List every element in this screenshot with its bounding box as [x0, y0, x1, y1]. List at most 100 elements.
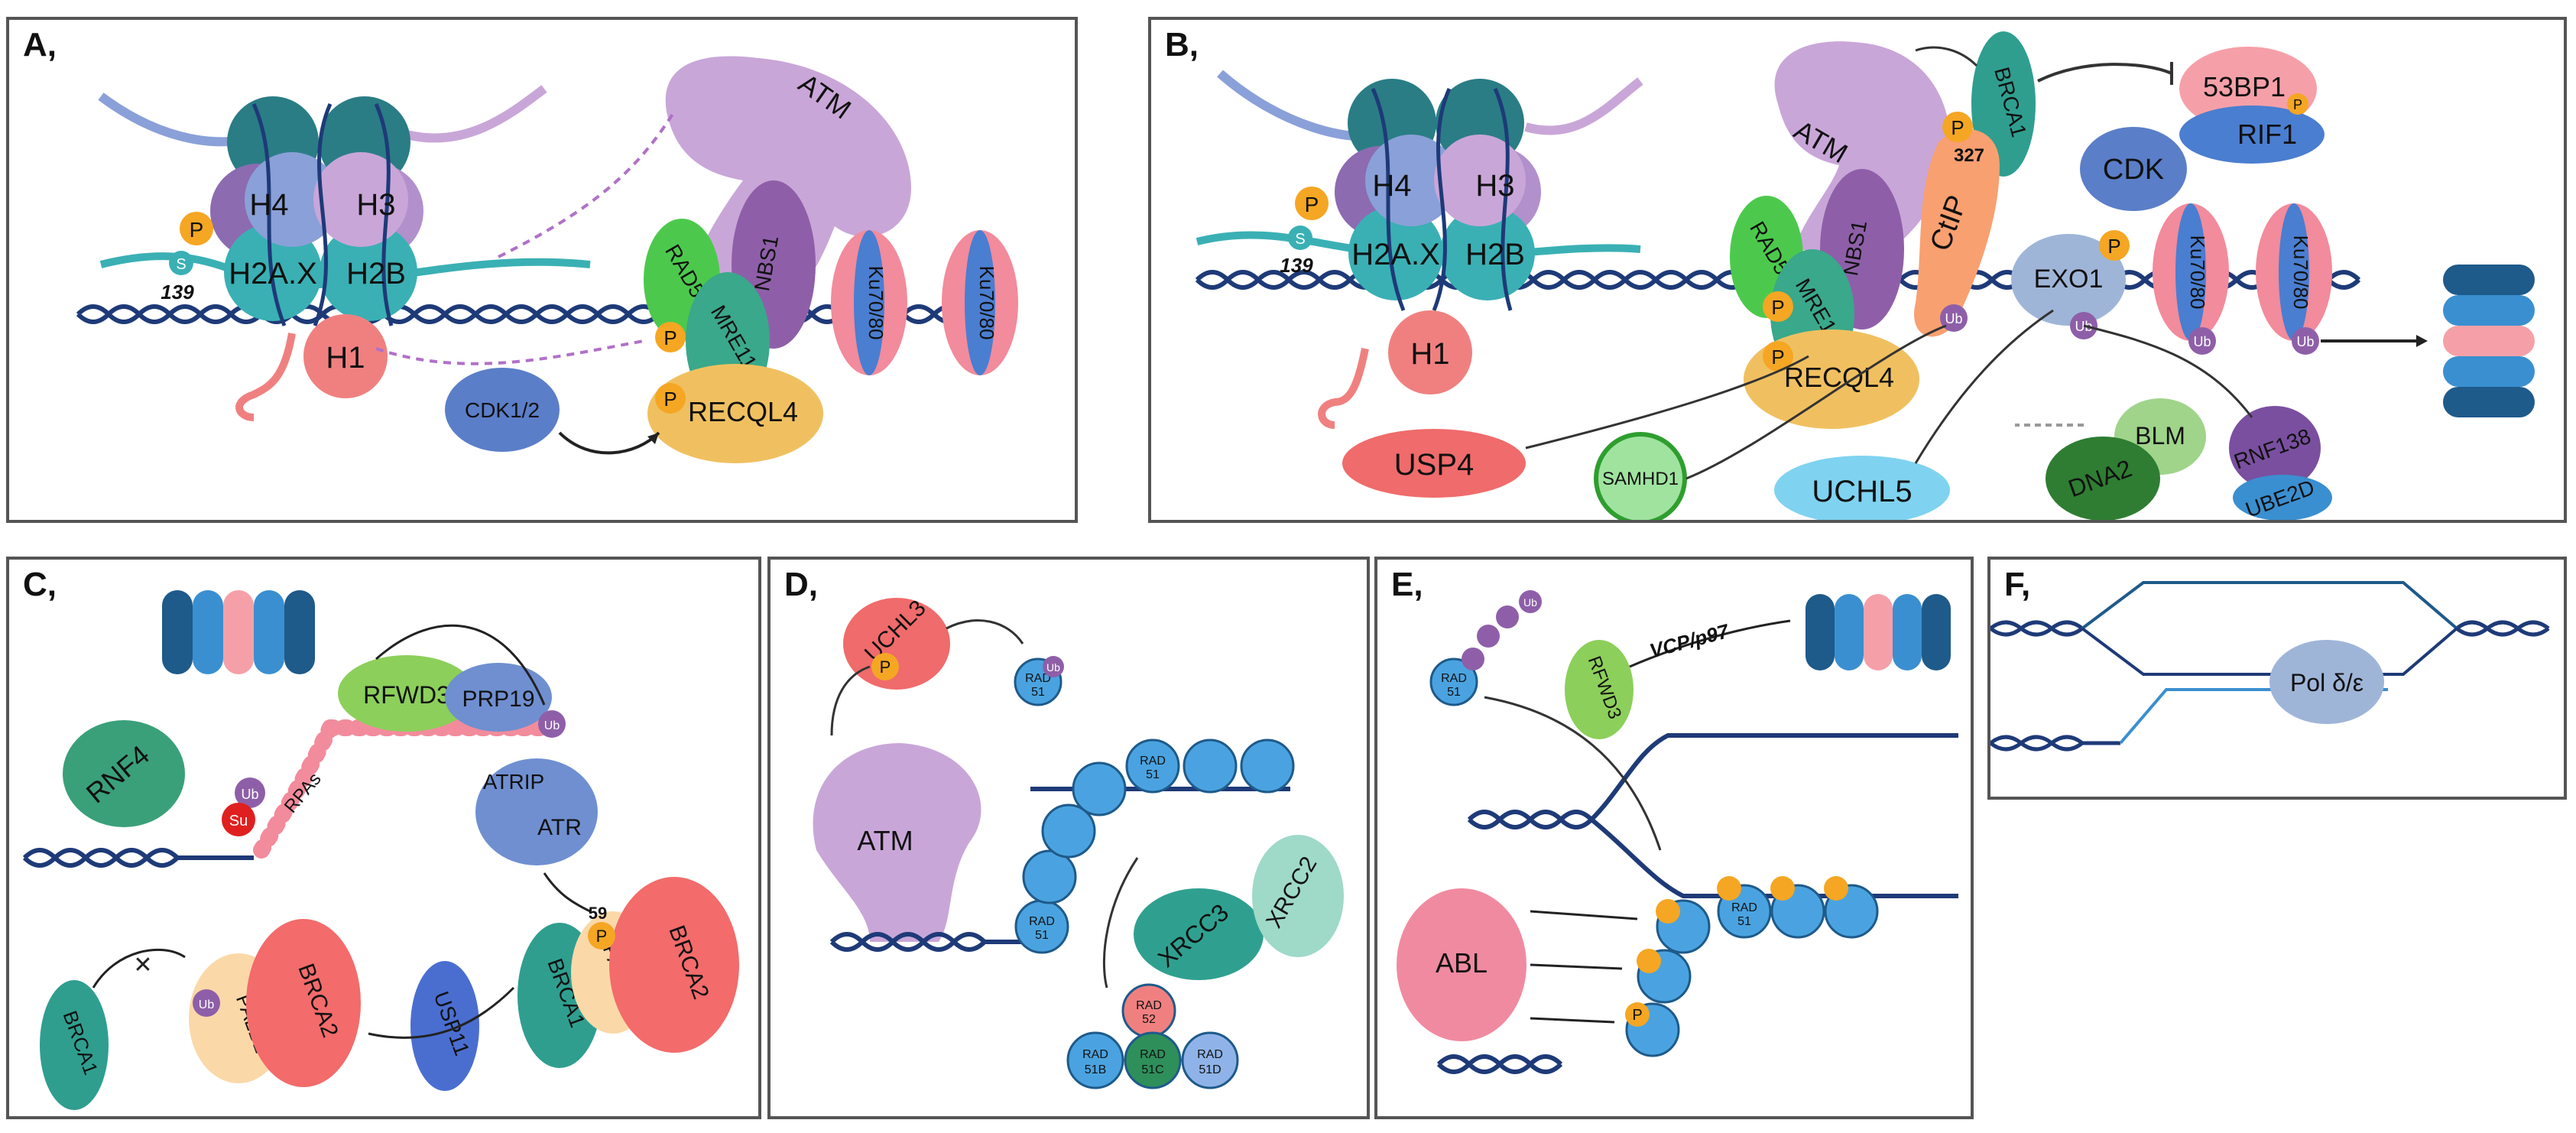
site-139: 139 [161, 281, 194, 304]
phosphate-icon [1763, 341, 1793, 372]
dna-helix-icon [22, 848, 254, 868]
svg-text:Ub: Ub [1945, 311, 1962, 326]
arrow-icon [558, 431, 660, 455]
panel-f-label: F, [2004, 566, 2031, 603]
sumo-icon [222, 803, 255, 836]
phosphate-icon [1770, 876, 1795, 901]
cdk12-shape [445, 368, 560, 452]
svg-text:RAD: RAD [1731, 901, 1757, 914]
svg-text:CDK: CDK [2103, 154, 2164, 186]
svg-text:CDK1/2: CDK1/2 [465, 398, 540, 422]
svg-text:Ub: Ub [2296, 334, 2314, 349]
panel-d-diagram: UCHL3 P RAD 51 Ub ATM RAD 51 RAD 51 [813, 596, 1344, 1089]
svg-text:51: 51 [1035, 929, 1049, 942]
svg-text:EXO1: EXO1 [2034, 265, 2104, 294]
svg-text:P: P [190, 218, 204, 242]
phosphate-icon [1824, 876, 1848, 901]
panel-a-label: A, [23, 26, 57, 63]
ubiquitin-icon [1477, 625, 1500, 648]
svg-text:P: P [1771, 346, 1784, 368]
svg-text:P: P [663, 388, 676, 411]
svg-text:139: 139 [1280, 254, 1313, 277]
panel-a-diagram: H4 H3 H2A.X H2B H1 P S 139 ATM RAD50 NBS… [76, 56, 1018, 463]
ubiquitin-icon [1496, 605, 1519, 628]
svg-text:52: 52 [1142, 1013, 1156, 1026]
dna-helix-icon [1990, 620, 2550, 752]
svg-text:ATM: ATM [857, 825, 913, 856]
svg-text:RAD: RAD [1082, 1048, 1108, 1061]
svg-text:Pol δ/ε: Pol δ/ε [2290, 669, 2363, 696]
svg-text:Ku70/80: Ku70/80 [2289, 235, 2312, 310]
svg-text:Ub: Ub [1046, 661, 1060, 674]
panel-c: C, RNF4 Ub Su RPAs RFWD3 PRP19 Ub ATRIP [6, 557, 761, 1119]
ubiquitin-icon [1940, 304, 1968, 332]
nucleosome-stack-icon [162, 590, 315, 674]
phosphate-icon [655, 322, 686, 352]
recql4-shape [647, 364, 823, 463]
ubiquitin-icon [2292, 327, 2319, 355]
panel-b-diagram: H4 H3 H2A.X H2B H1 P S 139 ATM RAD50 NBS… [1195, 31, 2535, 520]
h2ax-label: H2A.X [229, 257, 317, 291]
dna-helix-icon [1436, 733, 1958, 1074]
svg-text:H2B: H2B [1465, 238, 1525, 271]
phosphate-icon [180, 212, 213, 245]
svg-text:51C: 51C [1141, 1063, 1163, 1076]
svg-text:RAD: RAD [1197, 1048, 1223, 1061]
nucleosome-stack-icon [2443, 265, 2535, 417]
svg-text:ATR: ATR [537, 815, 582, 840]
ubiquitin-icon [538, 710, 566, 738]
svg-text:Ub: Ub [241, 787, 258, 802]
atm-shape [665, 56, 911, 310]
svg-text:USP4: USP4 [1394, 448, 1475, 482]
svg-text:P: P [596, 927, 608, 946]
svg-text:RAD: RAD [1025, 672, 1051, 685]
ubiquitin-icon [1462, 648, 1484, 670]
h3-label: H3 [356, 188, 395, 222]
svg-text:H2A.X: H2A.X [1351, 238, 1440, 271]
svg-text:53BP1: 53BP1 [2203, 71, 2286, 102]
nucleosome-a [210, 96, 423, 326]
svg-text:59: 59 [589, 904, 607, 923]
svg-text:51: 51 [1737, 915, 1751, 928]
rad51-filament [1014, 739, 1295, 954]
svg-text:H3: H3 [1475, 169, 1514, 203]
svg-text:RAD: RAD [1441, 672, 1467, 685]
ubiquitin-icon [1519, 590, 1542, 613]
h4-label: H4 [249, 188, 288, 222]
svg-text:BLM: BLM [2135, 422, 2185, 450]
panel-e-diagram: RAD 51 Ub RFWD3 VCP/p97 ABL [1397, 590, 1958, 1074]
svg-text:SAMHD1: SAMHD1 [1602, 469, 1679, 489]
svg-text:P: P [2293, 97, 2302, 112]
svg-text:S: S [176, 256, 186, 273]
svg-text:VCP/p97: VCP/p97 [1647, 619, 1732, 663]
svg-text:51B: 51B [1085, 1063, 1106, 1076]
phosphate-icon [1295, 187, 1329, 220]
svg-text:P: P [880, 657, 891, 677]
svg-text:P: P [2107, 235, 2120, 258]
svg-text:ABL: ABL [1436, 947, 1488, 979]
svg-text:RECQL4: RECQL4 [688, 396, 798, 427]
panel-b: B, H4 H3 H2A.X H2B H1 P [1148, 17, 2567, 523]
svg-text:RAD: RAD [1140, 1048, 1166, 1061]
ubiquitin-icon [193, 989, 220, 1017]
h2b-label: H2B [346, 257, 406, 291]
svg-text:Ub: Ub [199, 998, 215, 1011]
svg-text:RFWD3: RFWD3 [363, 681, 450, 709]
svg-text:51D: 51D [1199, 1063, 1221, 1076]
phosphate-icon [655, 383, 686, 414]
nucleosome-stack-icon [1805, 594, 1951, 670]
svg-text:ATRIP: ATRIP [483, 770, 544, 794]
panel-d: D, UCHL3 P RAD 51 Ub ATM RAD 51 [767, 557, 1370, 1119]
panel-a: A, H4 H3 H2A.X H2B H1 [6, 17, 1078, 523]
serine-icon [169, 251, 193, 275]
svg-text:RAD: RAD [1140, 755, 1166, 768]
panel-e: E, RAD 51 Ub RFWD3 VCP/p97 ABL [1374, 557, 1974, 1119]
svg-text:UCHL5: UCHL5 [1812, 475, 1912, 508]
svg-text:S: S [1295, 231, 1305, 248]
ubiquitin-icon [1043, 656, 1064, 677]
svg-text:P: P [1632, 1007, 1642, 1024]
svg-text:Ub: Ub [2193, 334, 2211, 349]
svg-text:327: 327 [1954, 145, 1984, 166]
panel-e-label: E, [1391, 566, 1423, 603]
panel-c-label: C, [23, 566, 57, 603]
